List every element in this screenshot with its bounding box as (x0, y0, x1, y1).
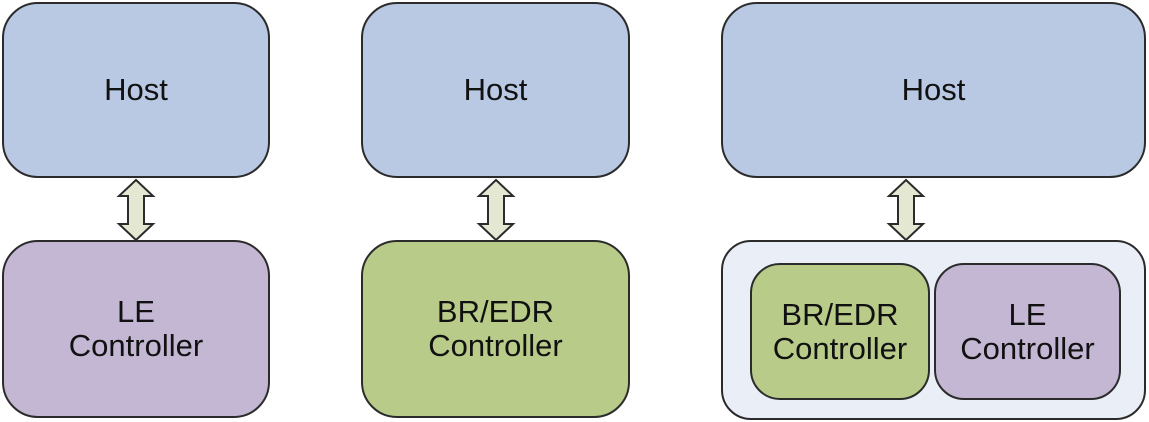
bredr-controller-label-3: BR/EDR Controller (772, 296, 908, 366)
host-box-1: Host (2, 2, 270, 178)
host-box-2: Host (361, 2, 630, 178)
bredr-controller-box-2: BR/EDR Controller (361, 240, 630, 418)
double-arrow-icon-1 (116, 178, 156, 242)
le-controller-box-1: LE Controller (2, 240, 270, 418)
le-controller-label-1: LE Controller (68, 294, 204, 363)
host-label-3: Host (901, 72, 966, 107)
double-arrow-icon-2 (476, 178, 516, 242)
host-label-1: Host (104, 72, 168, 107)
double-arrow-icon-3 (886, 178, 926, 242)
bredr-controller-box-3: BR/EDR Controller (750, 263, 930, 400)
bredr-controller-label-2: BR/EDR Controller (428, 294, 563, 363)
host-box-3: Host (721, 2, 1146, 178)
le-controller-box-3: LE Controller (934, 263, 1121, 400)
le-controller-label-3: LE Controller (960, 296, 1095, 366)
host-label-2: Host (463, 72, 528, 107)
